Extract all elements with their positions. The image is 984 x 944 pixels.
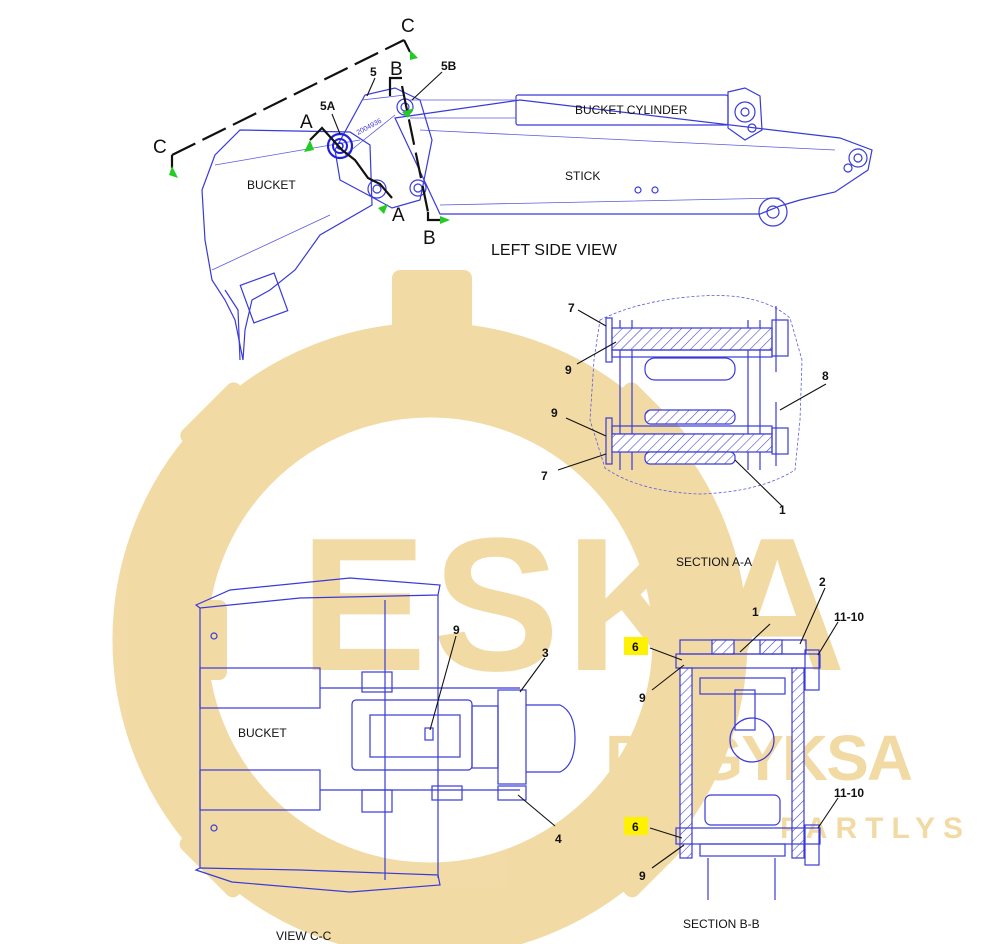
section-line-c: [169, 39, 418, 178]
aa-callout-7-bottom: 7: [541, 469, 548, 483]
arrow-c-left-icon: [169, 166, 178, 178]
bb-callout-1: 1: [752, 605, 759, 619]
left-side-view: 2004936 C C A A B B 5 5A: [153, 16, 873, 361]
bb-callout-6-bottom: 6: [632, 820, 639, 834]
cc-callout-9: 9: [453, 623, 460, 637]
section-letter-b-top: B: [390, 59, 403, 80]
label-bucket: BUCKET: [247, 178, 296, 192]
cc-callout-4: 4: [555, 832, 562, 846]
arrow-b-top-icon: [402, 108, 414, 118]
section-bb: 1 2 11-10 6 9 11-10 6 9 SECTION B-B: [624, 575, 864, 931]
bb-callout-2: 2: [819, 575, 826, 589]
callout-5b: 5B: [441, 59, 457, 73]
bb-callout-9-bottom: 9: [639, 869, 646, 883]
aa-callout-9-top: 9: [565, 363, 572, 377]
cc-label-bucket: BUCKET: [238, 726, 287, 740]
arrow-b-bottom-icon: [440, 216, 450, 224]
bb-callout-9-top: 9: [639, 691, 646, 705]
cc-callout-3: 3: [542, 646, 549, 660]
highlight-6-bottom: [624, 817, 648, 835]
grease-fitting-icon: [424, 727, 434, 741]
bb-callout-11-10-top: 11-10: [834, 610, 864, 624]
aa-callout-7-top: 7: [568, 301, 575, 315]
bucket-drawing: [201, 129, 373, 361]
arrow-c-right-icon: [410, 50, 418, 60]
arrow-a-left-icon: [304, 140, 314, 152]
linkage-drawing: [334, 87, 433, 209]
section-aa: 7 9 9 7 8 1 SECTION A-A: [541, 295, 829, 569]
aa-callout-8: 8: [822, 369, 829, 383]
section-line-b: [388, 76, 450, 224]
section-bb-caption: SECTION B-B: [683, 917, 760, 931]
label-bucket-cylinder: BUCKET CYLINDER: [575, 103, 688, 117]
highlight-6-top: [624, 637, 648, 655]
section-line-a: [304, 126, 393, 214]
section-letter-a-top: A: [300, 112, 313, 133]
bb-callout-11-10-bottom: 11-10: [834, 786, 864, 800]
arrow-a-right-icon: [378, 204, 388, 214]
callout-5a: 5A: [320, 99, 336, 113]
section-letter-c-top: C: [401, 16, 415, 37]
label-stick: STICK: [565, 169, 600, 183]
aa-callout-1: 1: [779, 503, 786, 517]
aa-callout-9-mid: 9: [551, 406, 558, 420]
stick-drawing: [394, 99, 873, 227]
bucket-cylinder-drawing: [410, 87, 763, 141]
section-letter-c-left: C: [153, 137, 167, 158]
section-letter-a-bottom: A: [392, 205, 405, 226]
section-letter-b-bottom: B: [423, 228, 436, 249]
section-aa-caption: SECTION A-A: [676, 555, 752, 569]
view-cc: 9 3 4 BUCKET VIEW C-C: [194, 577, 576, 943]
part-stamp: 2004936: [356, 118, 383, 137]
watermark: ESKA DAGYKSA PARTLYS: [112, 270, 963, 944]
left-side-view-title: LEFT SIDE VIEW: [491, 242, 618, 259]
bb-callout-6-top: 6: [632, 640, 639, 654]
watermark-brand-text: DAGYKSA: [605, 722, 912, 794]
watermark-big-text: ESKA: [300, 499, 852, 711]
callout-5: 5: [370, 65, 377, 79]
view-cc-caption: VIEW C-C: [276, 929, 332, 943]
